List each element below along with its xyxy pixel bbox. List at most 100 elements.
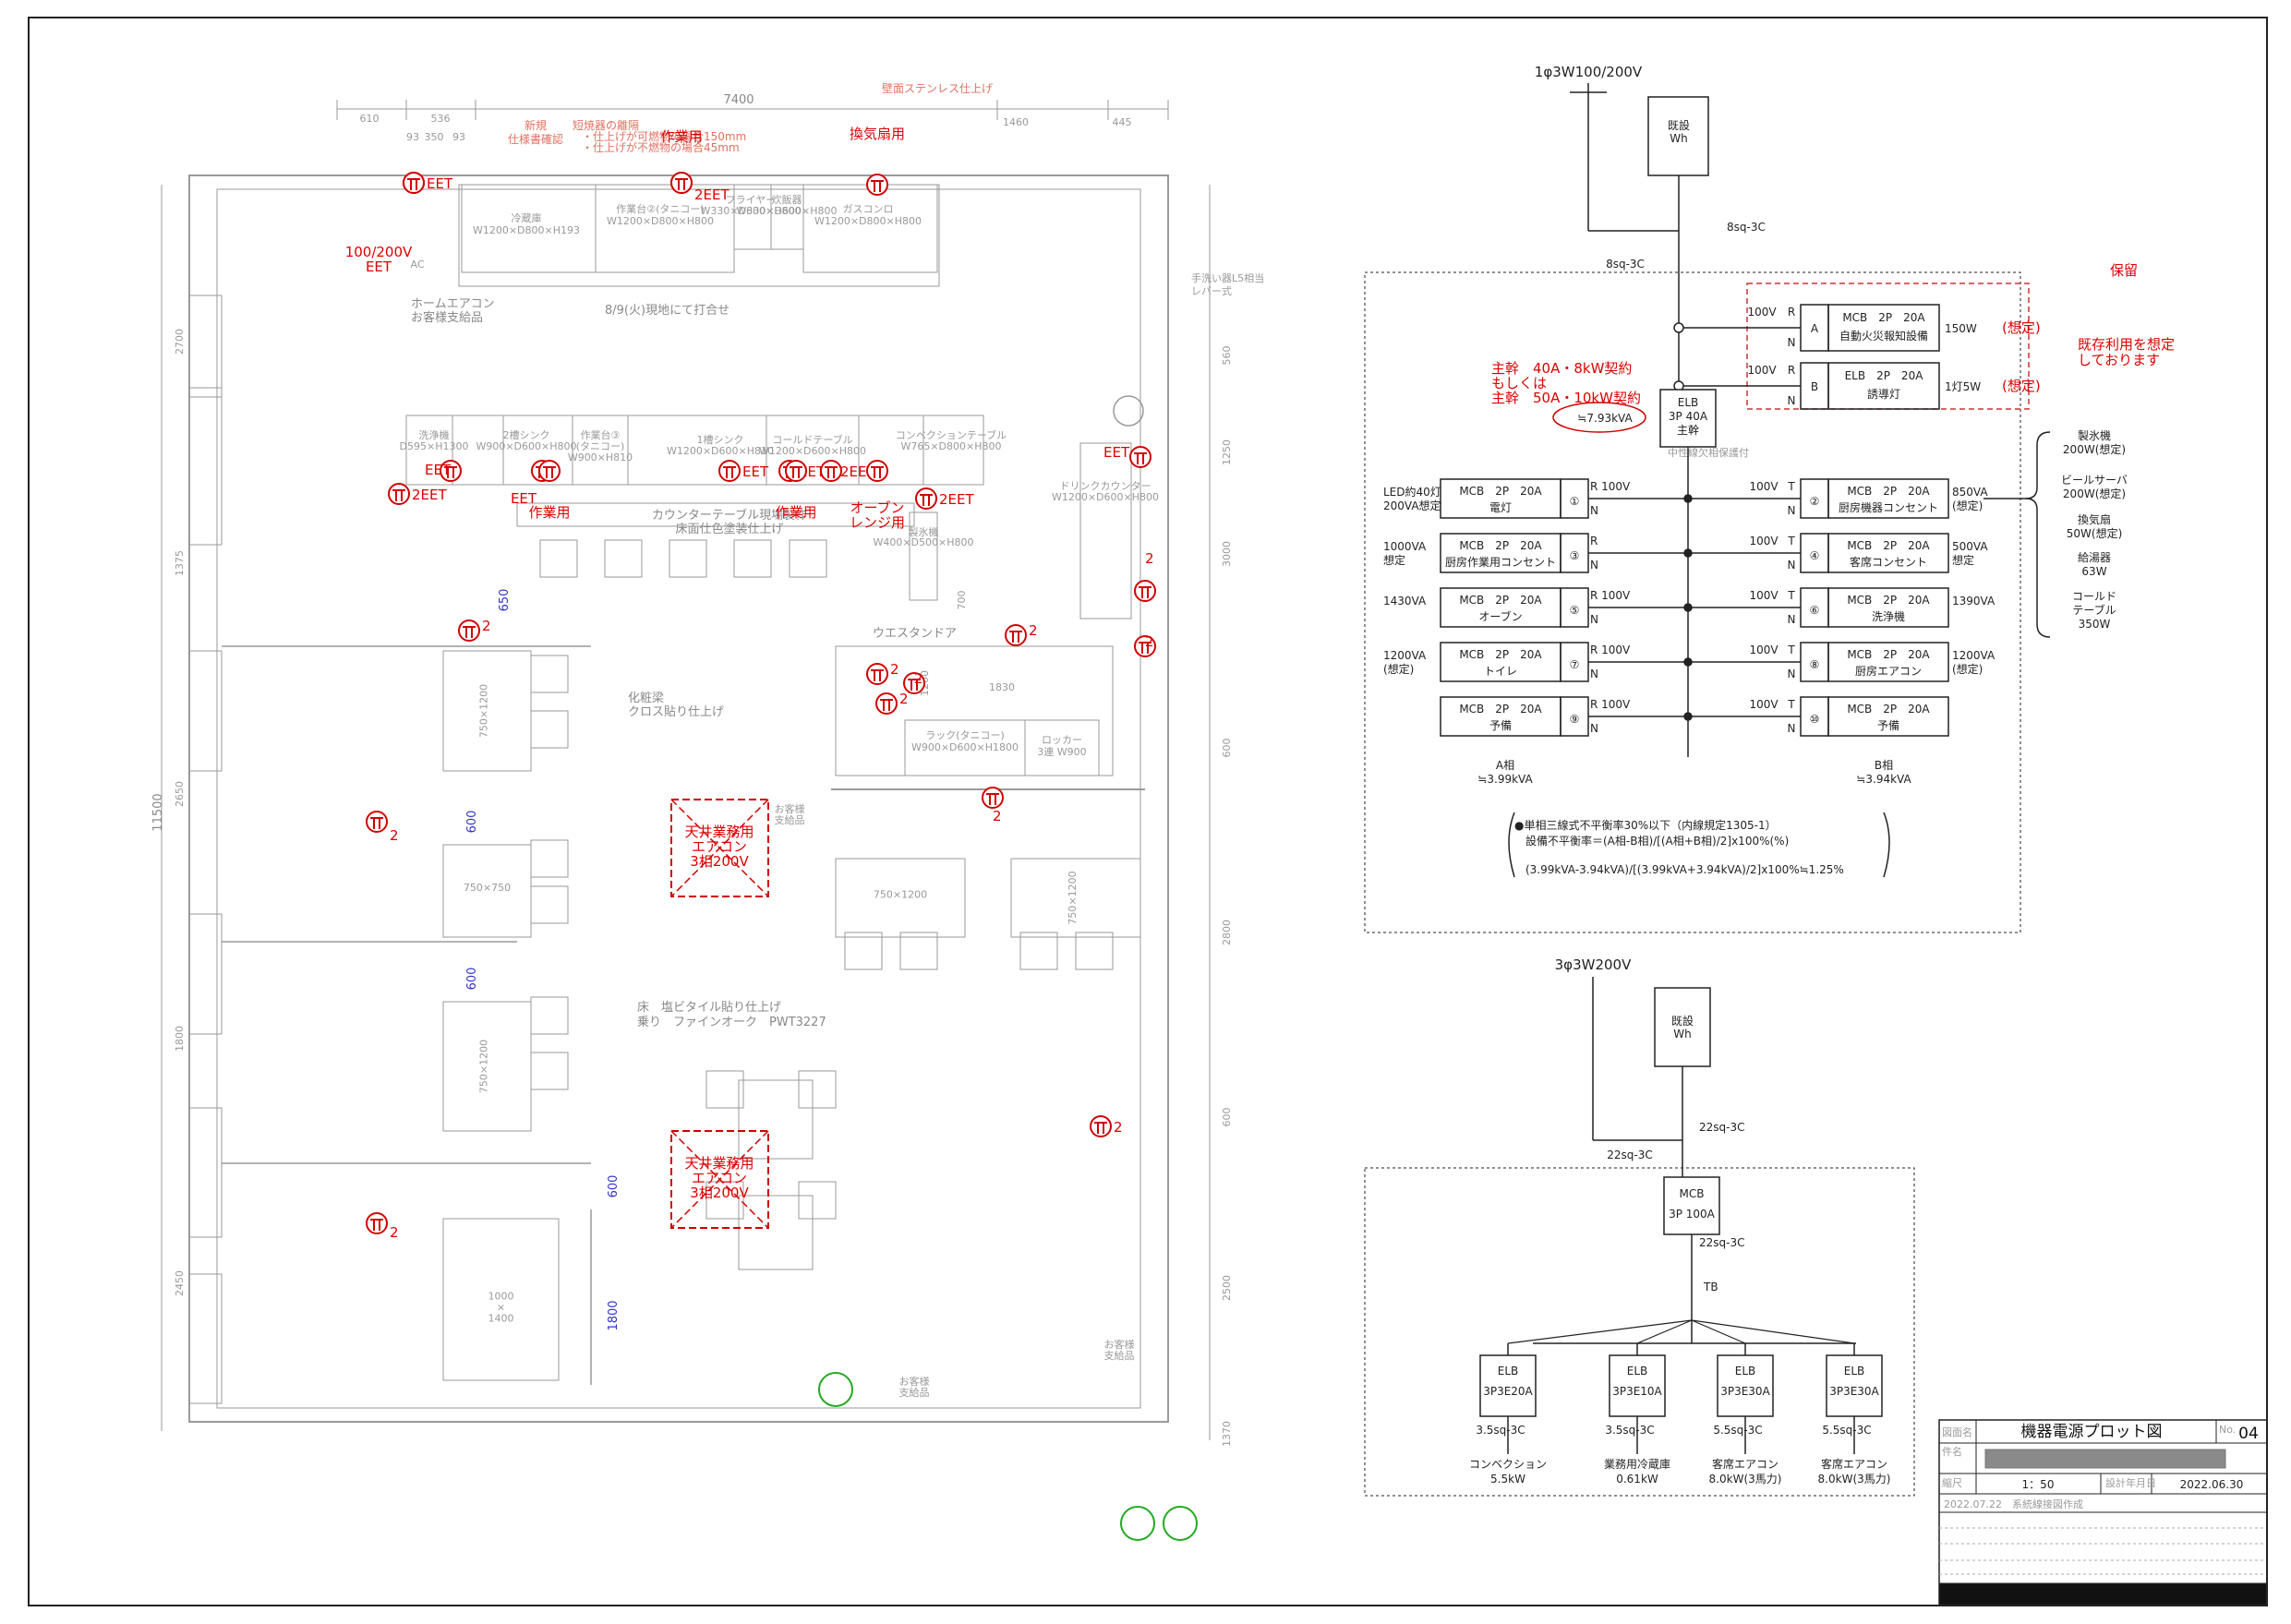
left-n-3: N <box>1590 668 1598 680</box>
phase-b-total: B相≒3.94kVA <box>1856 759 1911 786</box>
imbalance-result: (3.99kVA-3.94kVA)/[(3.99kVA+3.94kVA)/2]x… <box>1525 863 1844 876</box>
chair-6 <box>844 932 883 970</box>
outlet-symbol-5 <box>440 460 462 482</box>
right-breaker-box-0 <box>1827 478 1949 519</box>
tb-drawing-name: 機器電源プロット図 <box>2021 1423 2163 1441</box>
tb-project-label: 件名 <box>1942 1445 1962 1458</box>
right-n-4: N <box>1788 722 1796 735</box>
column-3 <box>188 913 223 1035</box>
three-cable-left: 22sq-3C <box>1607 1149 1652 1161</box>
right-breaker-box-1 <box>1827 533 1949 573</box>
column-0 <box>188 295 223 398</box>
right-phase-3: T <box>1787 644 1795 656</box>
right-no-4: ⑩ <box>1810 713 1820 726</box>
dim-right-4: 2800 <box>1221 920 1233 945</box>
reserve-voltage-0: 100V <box>1747 306 1777 319</box>
single-meter-box <box>1647 96 1709 176</box>
outlet-label-17: 2 <box>1114 1119 1123 1136</box>
outlet-label-22: 2 <box>993 808 1002 824</box>
left-n-4: N <box>1590 722 1598 735</box>
three-branch-cable-2: 5.5sq-3C <box>1713 1424 1762 1437</box>
left-n-1: N <box>1590 559 1598 571</box>
single-panel-enclosure <box>1364 271 2021 933</box>
left-load-2: 1430VA <box>1383 595 1427 607</box>
left-n-2: N <box>1590 613 1598 626</box>
right-name-2: 洗浄機 <box>1872 609 1905 623</box>
dim-sub-0: 93 <box>406 131 419 143</box>
three-branch-box-3 <box>1826 1354 1883 1417</box>
outlet-label-19: 2 <box>890 661 899 678</box>
outlet-symbol-11 <box>785 460 807 482</box>
chair-1 <box>530 710 569 749</box>
dim-top-0: 610 <box>360 113 380 125</box>
outlet-label-12: 作業用 <box>528 504 570 521</box>
imbalance-paren-r <box>1883 812 1890 878</box>
three-branch-link-3 <box>1691 1319 1855 1344</box>
junction-a <box>1673 322 1684 333</box>
table-label-3: 750×1200 <box>1067 871 1079 924</box>
dim-right-2: 3000 <box>1221 541 1233 567</box>
table-label-0: 750×1200 <box>478 684 490 738</box>
left-voltage-1: R <box>1590 535 1598 547</box>
outlet-label-2: 2EET <box>694 186 730 203</box>
right-load-0: 850VA(想定) <box>1952 486 1988 512</box>
outlet-label-19: 2 <box>914 670 923 687</box>
right-voltage-3: 100V <box>1749 644 1779 656</box>
reserve-phase-1: R <box>1788 364 1795 377</box>
dim-inner-2: 600 <box>465 968 479 991</box>
tb-date: 2022.06.30 <box>2180 1478 2244 1491</box>
outlet-label-15: EET <box>1103 444 1130 461</box>
left-no-0: ① <box>1570 495 1580 508</box>
tb-revision: 2022.07.22 系統線接図作成 <box>1944 1498 2083 1510</box>
reserve-phase-0: R <box>1788 306 1795 319</box>
chair-5 <box>530 1052 569 1090</box>
right-spec-0: MCB 2P 20A <box>1847 485 1930 498</box>
aircon-x <box>670 1130 769 1229</box>
table-center-2 <box>738 1195 814 1270</box>
reserve-name-1: 誘導灯 <box>1867 388 1900 401</box>
column-2 <box>188 650 223 772</box>
dim-sub-1: 350 <box>425 131 444 143</box>
right-breaker-box-4 <box>1827 696 1949 737</box>
reserve-spec-1: ELB 2P 20A <box>1845 369 1924 382</box>
right-load-2: 1390VA <box>1952 595 1996 607</box>
appliance-brace <box>2025 431 2051 638</box>
stool-1 <box>604 539 643 578</box>
chair-13 <box>798 1181 837 1220</box>
reserve-n-0: N <box>1788 336 1796 349</box>
reserve-id-0: A <box>1811 322 1819 335</box>
outlet-symbol-10 <box>820 460 842 482</box>
right-n-0: N <box>1788 504 1796 517</box>
reserve-breaker-box-0 <box>1827 304 1940 352</box>
outlet-label-16: 2 <box>1145 550 1154 567</box>
dim-inner-4: 1800 <box>607 1300 621 1330</box>
tb-scale-label: 縮尺 <box>1942 1476 1962 1489</box>
pink-note-5: ・仕上げが不燃物の場合45mm <box>582 140 740 154</box>
outlet-symbol-3 <box>866 174 888 196</box>
note-customer-supplied-1: お客様支給品 <box>775 802 805 826</box>
table-label-4: 750×1200 <box>478 1040 490 1093</box>
dim-right-0: 560 <box>1221 346 1233 366</box>
chair-9 <box>1075 932 1114 970</box>
stool-4 <box>789 539 827 578</box>
left-spec-2: MCB 2P 20A <box>1459 594 1542 607</box>
reserve-spec-0: MCB 2P 20A <box>1842 311 1925 324</box>
